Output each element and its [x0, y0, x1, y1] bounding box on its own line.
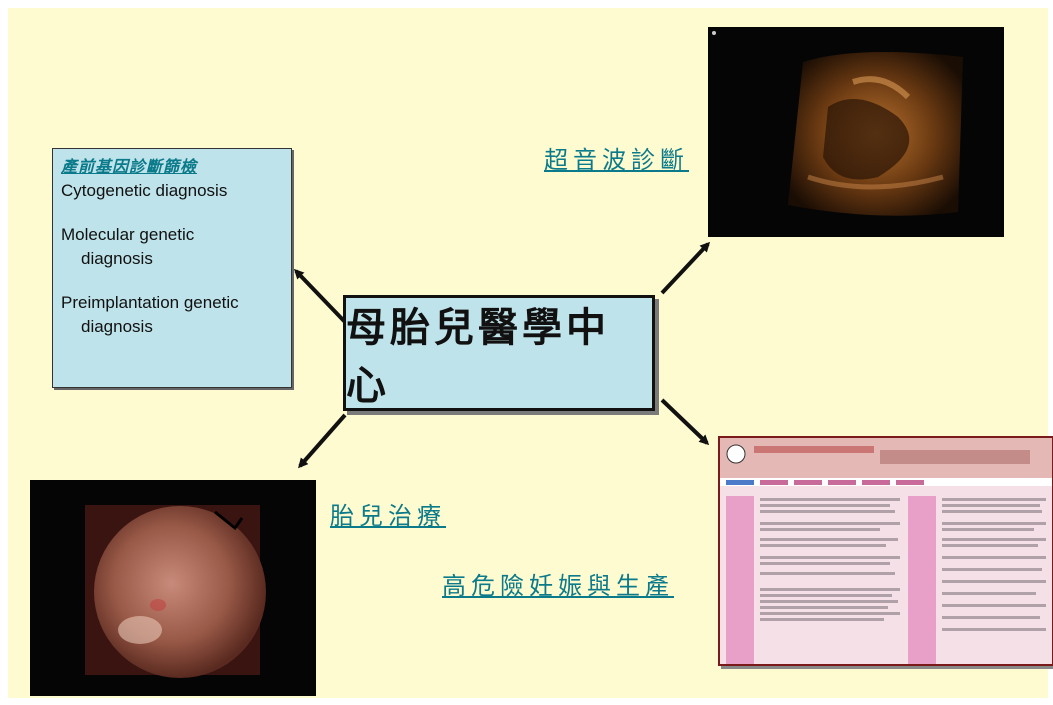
list-item-text: diagnosis	[61, 315, 283, 339]
list-item-text: Molecular genetic	[61, 225, 194, 244]
arrow-to-high-risk	[662, 400, 707, 443]
arrow-to-genetic	[296, 271, 345, 322]
genetic-diagnosis-box: 產前基因診斷篩檢 Cytogenetic diagnosis Molecular…	[52, 148, 292, 388]
genetic-diagnosis-link[interactable]: 產前基因診斷篩檢	[61, 153, 283, 177]
high-risk-pregnancy-link[interactable]: 高危險妊娠與生產	[442, 566, 674, 601]
high-risk-webpage-image[interactable]	[718, 436, 1053, 666]
fetal-therapy-image[interactable]	[30, 480, 316, 696]
list-item: Preimplantation genetic diagnosis	[61, 291, 283, 339]
ultrasound-scan-graphic	[708, 27, 1004, 237]
fetoscope-view-graphic	[30, 480, 316, 696]
webpage-thumbnail-graphic	[720, 438, 1053, 666]
fetal-therapy-link[interactable]: 胎兒治療	[330, 496, 446, 531]
list-item-text: Preimplantation genetic	[61, 293, 239, 312]
list-item-text: diagnosis	[61, 247, 283, 271]
arrow-to-ultrasound	[662, 244, 708, 293]
ultrasound-link[interactable]: 超音波診斷	[544, 140, 689, 175]
list-item: Molecular genetic diagnosis	[61, 223, 283, 271]
center-title: 母胎兒醫學中心	[346, 295, 652, 411]
list-item: Cytogenetic diagnosis	[61, 179, 283, 203]
center-title-box: 母胎兒醫學中心	[343, 295, 655, 411]
list-item-text: Cytogenetic diagnosis	[61, 181, 227, 200]
ultrasound-image[interactable]	[708, 27, 1004, 237]
arrow-to-fetal-therapy	[300, 415, 345, 466]
